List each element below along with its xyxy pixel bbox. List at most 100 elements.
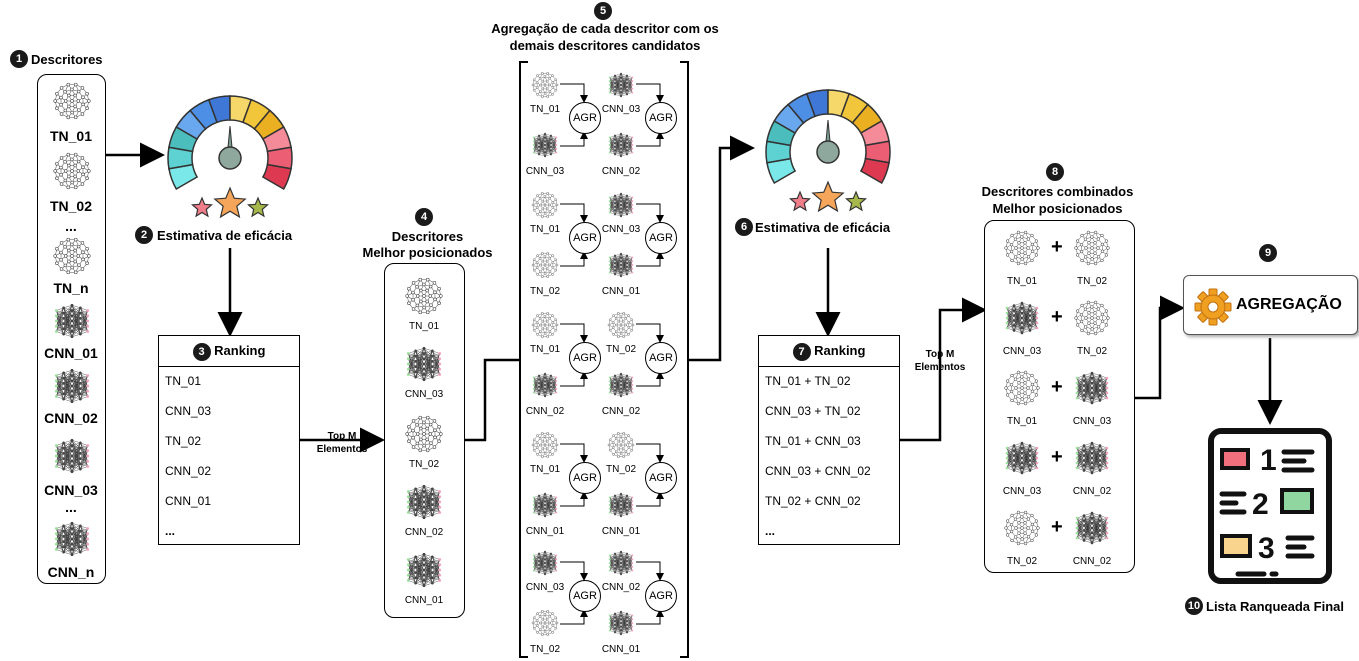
pair-bottom-label: CNN_01 bbox=[601, 286, 641, 297]
ranking-header-2: 7 Ranking bbox=[759, 336, 899, 367]
combined-left-label: CNN_03 bbox=[1002, 486, 1042, 497]
agr-wire-top bbox=[636, 83, 664, 103]
list-item-red-icon bbox=[1220, 448, 1250, 470]
agr-wire-top bbox=[636, 203, 664, 223]
combined-title-1: Descritores combinados bbox=[981, 184, 1134, 199]
cnn-network-icon bbox=[608, 550, 634, 576]
pair-bottom-label: TN_02 bbox=[529, 644, 560, 655]
top-m-line2: Elementos bbox=[316, 444, 368, 455]
plus-sign: + bbox=[1051, 306, 1063, 328]
pair-top-label: TN_02 bbox=[605, 344, 636, 355]
agr-wire-top bbox=[560, 443, 588, 463]
tn-network-icon bbox=[531, 312, 559, 338]
pair-bottom-label: CNN_01 bbox=[601, 526, 641, 537]
ranking-row: TN_01 + CNN_03 bbox=[765, 434, 861, 448]
cnn-network-icon bbox=[608, 72, 634, 98]
agr-wire-top bbox=[560, 83, 588, 103]
gauge-icon bbox=[765, 89, 891, 212]
tn-network-icon bbox=[607, 312, 635, 338]
ranking-row: TN_01 + TN_02 bbox=[765, 374, 851, 388]
descriptor-label: ... bbox=[65, 218, 77, 234]
agr-wire-bottom bbox=[636, 131, 664, 147]
tn-network-icon bbox=[405, 277, 443, 315]
step-9-badge: 9 bbox=[1259, 244, 1277, 262]
cnn-network-icon bbox=[608, 192, 634, 218]
pair-bottom-label: CNN_02 bbox=[601, 166, 641, 177]
agr-node: AGR bbox=[569, 462, 601, 494]
ranking-table-1: 3 Ranking TN_01 CNN_03 TN_02 CNN_02 CNN_… bbox=[158, 335, 300, 545]
aggregation-title-2: demais descritores candidatos bbox=[509, 38, 701, 53]
tn-network-icon bbox=[1074, 230, 1110, 266]
list-number-1: 1 bbox=[1260, 444, 1277, 477]
tn-network-icon bbox=[1004, 510, 1040, 546]
gear-icon bbox=[1194, 288, 1232, 326]
aggregation-box: AGREGAÇÃO bbox=[1183, 275, 1358, 335]
pair-top-label: TN_02 bbox=[605, 464, 636, 475]
plus-sign: + bbox=[1051, 516, 1063, 538]
cnn-network-icon bbox=[406, 552, 442, 588]
descriptor-label: TN_02 bbox=[49, 198, 93, 214]
top-m-line1: Top M bbox=[327, 431, 357, 442]
tn-network-icon bbox=[1074, 300, 1110, 336]
pair-top-label: TN_01 bbox=[529, 224, 560, 235]
cnn-network-icon bbox=[1075, 371, 1109, 405]
step-4-badge: 4 bbox=[415, 208, 433, 226]
descritores-title: Descritores bbox=[31, 52, 103, 67]
best-title-1: Descritores bbox=[391, 229, 464, 244]
arrow-ranking2-to-combined bbox=[900, 297, 987, 442]
agr-wire-bottom bbox=[636, 371, 664, 387]
cnn-network-icon bbox=[608, 132, 634, 158]
pair-top-label: TN_01 bbox=[529, 104, 560, 115]
ranking-row: CNN_03 + TN_02 bbox=[765, 404, 861, 418]
agr-wire-top bbox=[560, 323, 588, 343]
cnn-network-icon bbox=[1005, 301, 1039, 335]
pair-bottom-label: CNN_03 bbox=[525, 166, 565, 177]
top-m-label-2: Top M Elementos bbox=[910, 348, 970, 374]
step-10-badge: 10 bbox=[1185, 597, 1203, 615]
pair-top-label: CNN_03 bbox=[601, 104, 641, 115]
tn-network-icon bbox=[1004, 370, 1040, 406]
agr-wire-bottom bbox=[636, 251, 664, 267]
combined-left-label: TN_01 bbox=[1006, 276, 1037, 287]
arrow-aggregation-to-gauge2 bbox=[688, 135, 755, 362]
combined-left-label: CNN_03 bbox=[1002, 346, 1042, 357]
descriptor-label: CNN_02 bbox=[44, 410, 98, 426]
step-2-badge: 2 bbox=[135, 226, 153, 244]
combined-left-label: TN_01 bbox=[1006, 416, 1037, 427]
agr-node: AGR bbox=[569, 580, 601, 612]
ranking-row: ... bbox=[165, 524, 176, 538]
cnn-network-icon bbox=[54, 303, 90, 339]
agr-wire-bottom bbox=[560, 371, 588, 387]
tn-network-icon bbox=[607, 432, 635, 458]
agr-wire-top bbox=[636, 323, 664, 343]
combined-right-label: CNN_02 bbox=[1072, 556, 1112, 567]
tn-network-icon bbox=[531, 432, 559, 458]
tn-network-icon bbox=[531, 192, 559, 218]
pair-bottom-label: CNN_02 bbox=[525, 406, 565, 417]
ranked-list-icon: 1 2 3 bbox=[1208, 428, 1332, 584]
combined-right-label: TN_02 bbox=[1076, 276, 1107, 287]
step-5-badge: 5 bbox=[594, 2, 612, 20]
ranking-row: CNN_02 bbox=[165, 464, 212, 478]
list-item-yellow-icon bbox=[1220, 534, 1252, 558]
agr-wire-top bbox=[560, 203, 588, 223]
gauge-icon bbox=[167, 95, 293, 218]
best-descriptor-label: CNN_03 bbox=[404, 389, 444, 400]
tn-network-icon bbox=[53, 237, 91, 275]
top-m-line2: Elementos bbox=[914, 362, 966, 373]
agr-wire-bottom bbox=[560, 491, 588, 507]
combined-right-label: CNN_03 bbox=[1072, 416, 1112, 427]
pair-top-label: TN_01 bbox=[529, 344, 560, 355]
step-7-badge: 7 bbox=[792, 342, 811, 361]
plus-sign: + bbox=[1051, 236, 1063, 258]
descriptor-label: ... bbox=[65, 499, 77, 515]
pair-top-label: TN_01 bbox=[529, 464, 560, 475]
ranking-header-1: 3 Ranking bbox=[159, 336, 299, 367]
cnn-network-icon bbox=[532, 132, 558, 158]
ranking-title-2: Ranking bbox=[814, 343, 866, 358]
list-number-3: 3 bbox=[1258, 532, 1275, 565]
cnn-network-icon bbox=[1075, 441, 1109, 475]
combined-title-2: Melhor posicionados bbox=[992, 201, 1123, 216]
pair-bottom-label: CNN_01 bbox=[525, 526, 565, 537]
ranking-row: ... bbox=[765, 524, 776, 538]
